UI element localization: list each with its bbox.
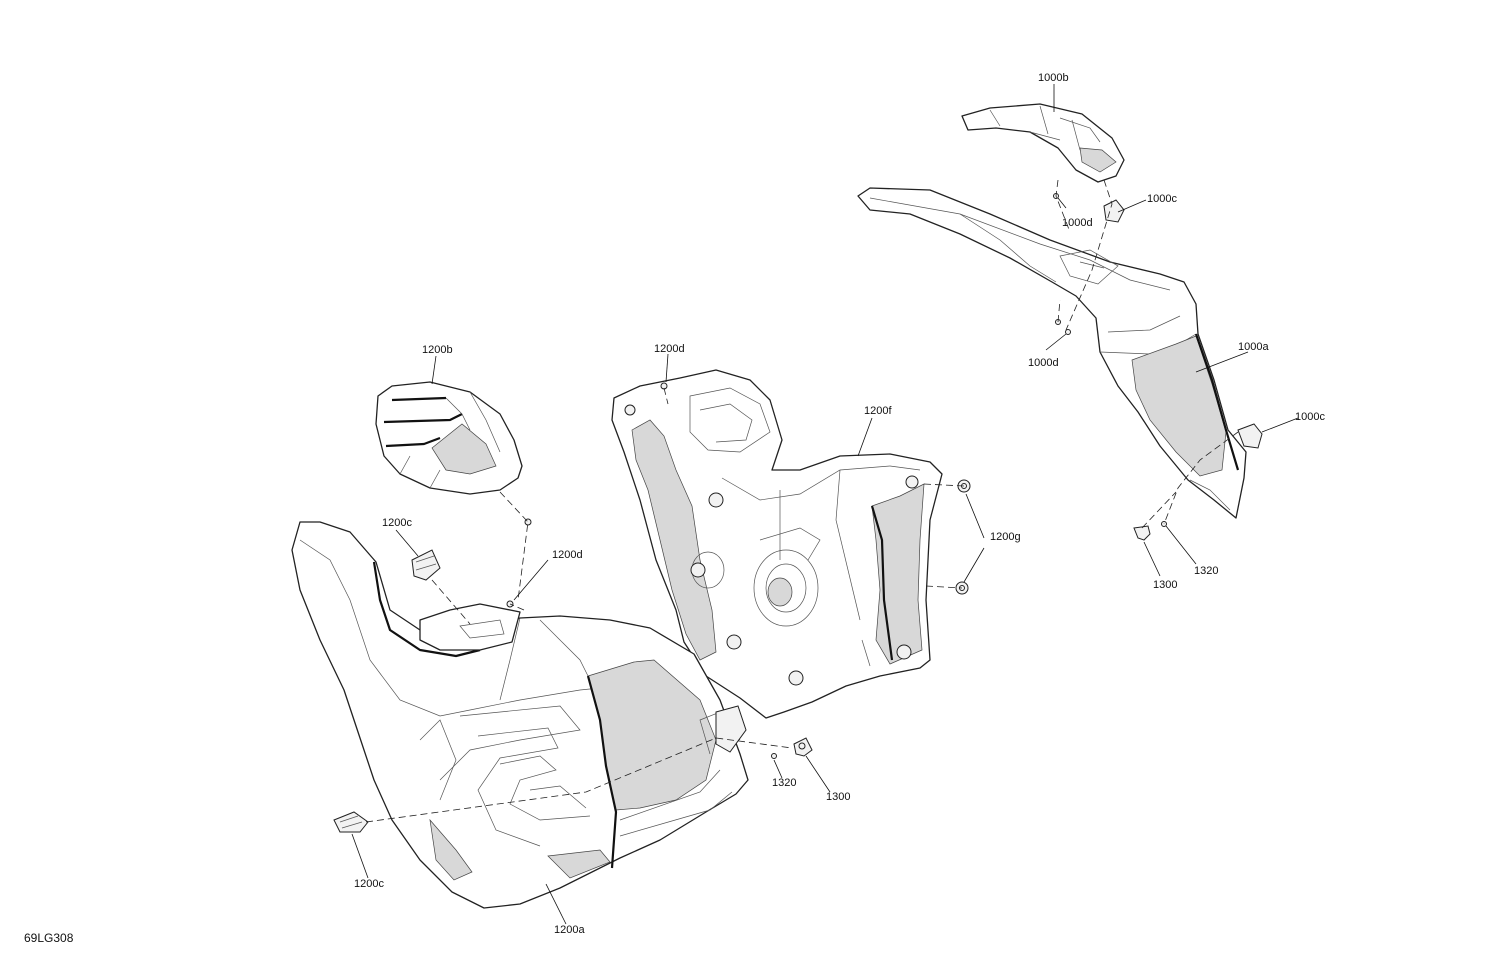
hardware-1320-center-screw[interactable] bbox=[771, 753, 777, 759]
leader-lines bbox=[351, 84, 1299, 925]
part-1200b-grille-panel[interactable] bbox=[375, 381, 523, 495]
hardware-bracket-center bbox=[715, 705, 747, 753]
label-1200d-left[interactable]: 1200d bbox=[552, 549, 583, 561]
hardware-1200c-top-clip[interactable] bbox=[411, 549, 441, 581]
label-1200g[interactable]: 1200g bbox=[990, 531, 1021, 543]
part-1200f-inner-panel[interactable] bbox=[611, 369, 943, 719]
label-1000d-top[interactable]: 1000d bbox=[1062, 217, 1093, 229]
hardware-1000c-side-clip[interactable] bbox=[1237, 423, 1263, 449]
label-1000a[interactable]: 1000a bbox=[1238, 341, 1269, 353]
label-1200c-top[interactable]: 1200c bbox=[382, 517, 412, 529]
label-1000c-side[interactable]: 1000c bbox=[1295, 411, 1325, 423]
label-1200f[interactable]: 1200f bbox=[864, 405, 892, 417]
label-1300-right[interactable]: 1300 bbox=[1153, 579, 1177, 591]
part-1000a-nose-panel[interactable] bbox=[857, 187, 1247, 519]
hardware-1200g-washers[interactable] bbox=[955, 479, 971, 595]
label-1300-center[interactable]: 1300 bbox=[826, 791, 850, 803]
label-1000b[interactable]: 1000b bbox=[1038, 72, 1069, 84]
label-1200b[interactable]: 1200b bbox=[422, 344, 453, 356]
label-1200d-center[interactable]: 1200d bbox=[654, 343, 685, 355]
label-1200a[interactable]: 1200a bbox=[554, 924, 585, 936]
document-id: 69LG308 bbox=[24, 931, 74, 945]
hardware-1000c-top-clip[interactable] bbox=[1103, 199, 1125, 223]
label-1320-right[interactable]: 1320 bbox=[1194, 565, 1218, 577]
part-1000b-top-cover[interactable] bbox=[961, 103, 1125, 183]
hardware-1200c-bottom-clip[interactable] bbox=[333, 811, 369, 833]
assembly-lines bbox=[365, 179, 1239, 823]
label-1000c-top[interactable]: 1000c bbox=[1147, 193, 1177, 205]
hardware-1300-right-fastener[interactable] bbox=[1133, 525, 1151, 541]
label-1200c-bottom[interactable]: 1200c bbox=[354, 878, 384, 890]
part-1200a-side-panel[interactable] bbox=[291, 521, 749, 909]
label-1320-center[interactable]: 1320 bbox=[772, 777, 796, 789]
callout-labels: 1000b 1000c 1000d 1000d 1000a 1000c 1300… bbox=[354, 72, 1325, 936]
label-1000d-mid[interactable]: 1000d bbox=[1028, 357, 1059, 369]
hardware-1300-center-fastener[interactable] bbox=[793, 737, 813, 757]
